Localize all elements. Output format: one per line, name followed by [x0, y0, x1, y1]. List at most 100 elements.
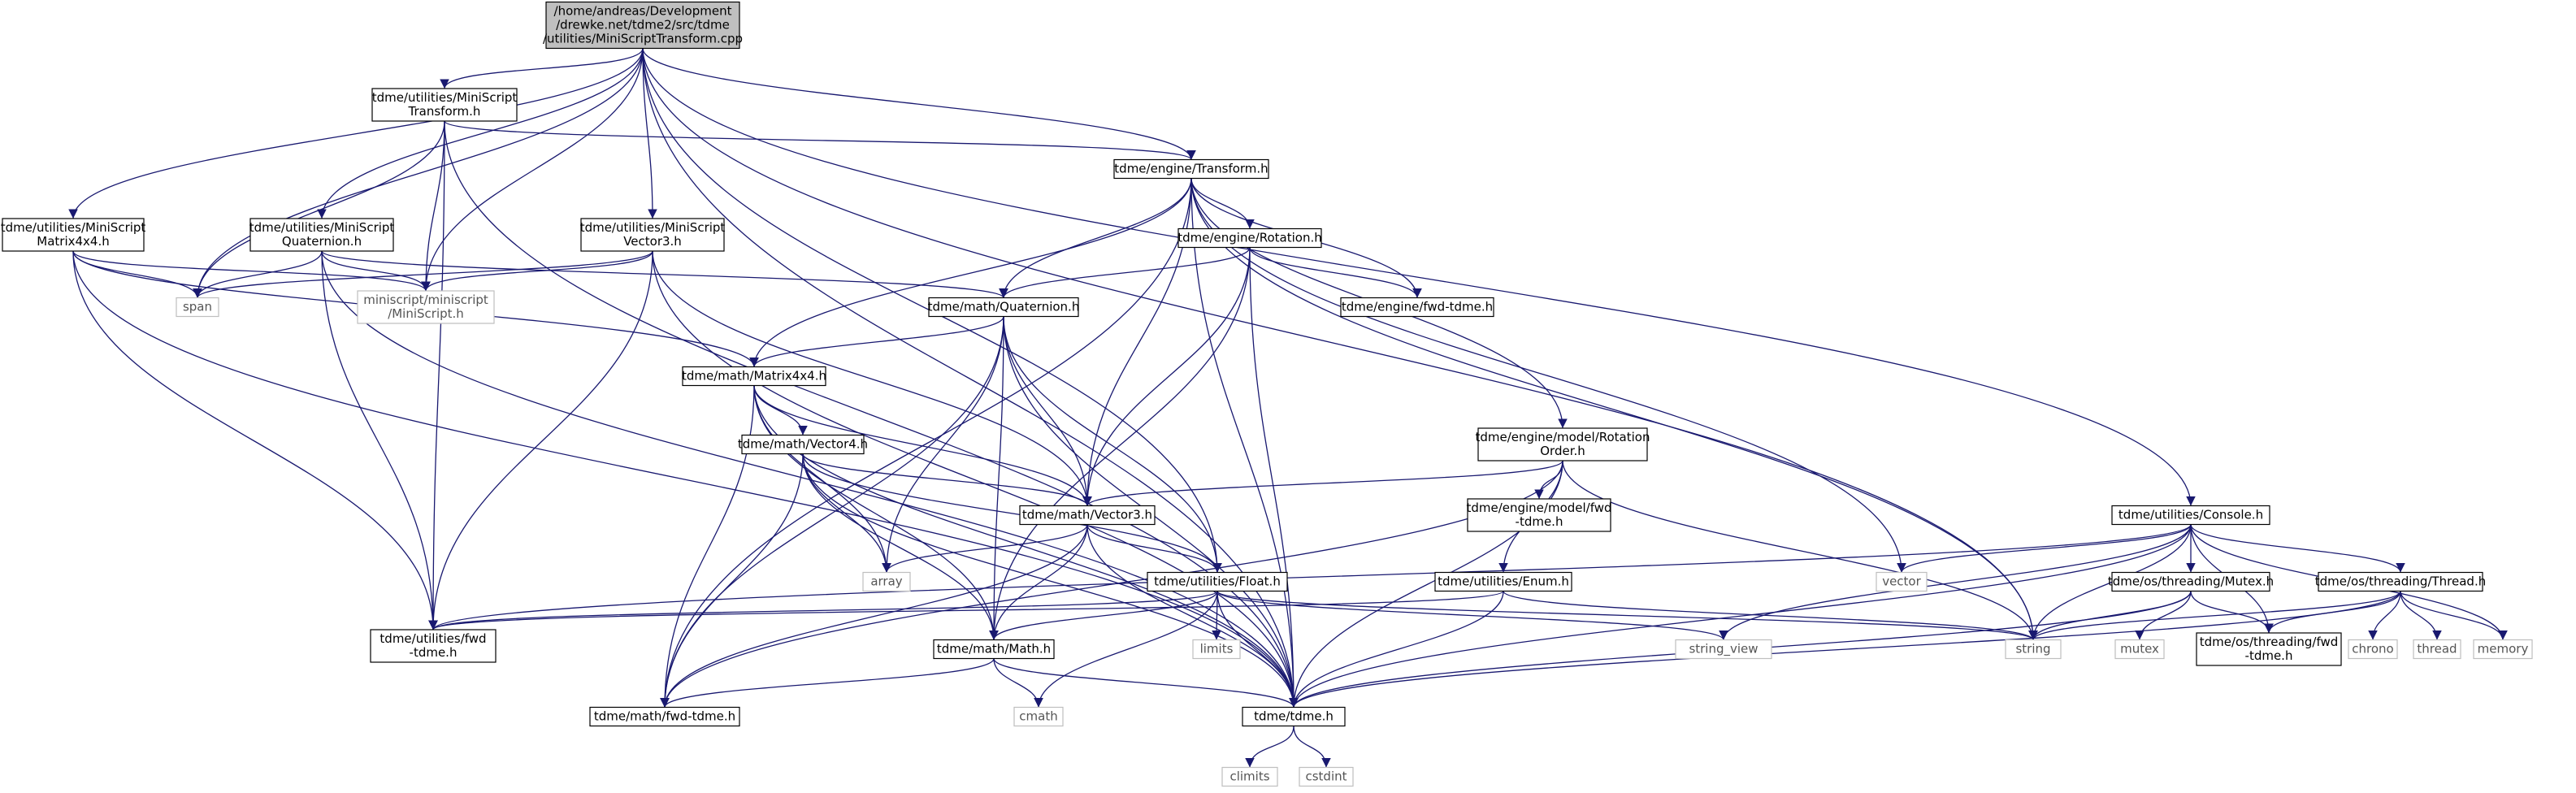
node-mutex_h[interactable]: tdme/os/threading/Mutex.h	[2108, 571, 2274, 592]
edge-quaternion_h-to-vector3_h	[1003, 316, 1092, 506]
node-vector4_h[interactable]: tdme/math/Vector4.h	[738, 434, 868, 455]
node-mst_h[interactable]: tdme/utilities/MiniScriptTransform.h	[371, 88, 518, 122]
node-box-miniscript_h	[357, 290, 495, 324]
node-layer: /home/andreas/Development/drewke.net/tdm…	[1, 1, 2533, 787]
node-math_fwd[interactable]: tdme/math/fwd-tdme.h	[589, 706, 740, 727]
node-box-cmath	[1013, 706, 1064, 727]
node-vector: vector	[1876, 571, 1928, 592]
edge-mst_h-to-transform_h	[444, 120, 1196, 161]
node-label-miniscript_h-line-1: /MiniScript.h	[388, 306, 464, 321]
node-matrix4x4_h[interactable]: tdme/math/Matrix4x4.h	[682, 366, 826, 387]
node-tdme_h[interactable]: tdme/tdme.h	[1242, 706, 1346, 727]
node-util_fwd[interactable]: tdme/utilities/fwd-tdme.h	[370, 629, 497, 663]
node-box-string	[2005, 639, 2062, 660]
node-label-rotorder_h-line-1: Order.h	[1540, 444, 1585, 458]
edge-enum_h-to-tdme_h	[1289, 591, 1504, 708]
node-cstdint: cstdint	[1299, 766, 1354, 787]
node-box-cstdint	[1299, 766, 1354, 787]
node-box-climits	[1221, 766, 1278, 787]
node-box-vector3_h	[1019, 505, 1156, 526]
node-label-miniscript_h-line-0: miniscript/miniscript	[363, 292, 488, 307]
node-box-memory	[2473, 639, 2533, 660]
edge-vector3_h-to-array	[882, 524, 1088, 573]
node-box-vector4_h	[741, 434, 865, 455]
edge-msm4_h-to-tdme_h	[72, 250, 1299, 708]
edge-root-to-mst_h	[440, 48, 644, 89]
edge-mutex_h-to-threading_fwd	[2190, 591, 2274, 634]
edge-thread_h-to-chrono	[2368, 591, 2401, 640]
node-box-util_fwd	[370, 629, 497, 663]
edge-msv3_h-to-vector3_h	[652, 250, 1092, 506]
edge-math_h-to-cmath	[993, 658, 1043, 708]
edge-transform_h-to-vector	[1190, 178, 1906, 573]
node-label-vector3_h-line-0: tdme/math/Vector3.h	[1022, 508, 1152, 522]
node-label-cmath-line-0: cmath	[1019, 709, 1057, 724]
node-label-rotation_h-line-0: tdme/engine/Rotation.h	[1177, 231, 1322, 245]
node-label-chrono-line-0: chrono	[2352, 642, 2393, 656]
node-quaternion_h[interactable]: tdme/math/Quaternion.h	[928, 297, 1080, 318]
node-box-mutex_sys	[2114, 639, 2165, 660]
node-box-msv3_h	[580, 218, 725, 252]
node-rotation_h[interactable]: tdme/engine/Rotation.h	[1177, 228, 1322, 249]
edge-math_h-to-math_fwd	[660, 658, 995, 708]
node-model_fwd[interactable]: tdme/engine/model/fwd-tdme.h	[1466, 498, 1612, 532]
node-box-root	[545, 1, 740, 50]
node-array: array	[862, 571, 911, 592]
node-label-quaternion_h-line-0: tdme/math/Quaternion.h	[928, 300, 1080, 314]
node-chrono: chrono	[2348, 639, 2398, 660]
node-box-transform_h	[1113, 158, 1269, 180]
edge-tdme_h-to-cstdint	[1293, 726, 1331, 768]
node-limits: limits	[1192, 639, 1241, 660]
node-box-enum_h	[1434, 571, 1572, 592]
node-box-model_fwd	[1467, 498, 1611, 532]
node-engine_fwd[interactable]: tdme/engine/fwd-tdme.h	[1340, 297, 1494, 318]
node-label-model_fwd-line-1: -tdme.h	[1516, 514, 1563, 529]
edge-matrix4x4_h-to-math_fwd	[660, 385, 755, 708]
edge-msv3_h-to-tdme_h	[652, 250, 1299, 708]
node-mutex_sys: mutex	[2114, 639, 2165, 660]
node-threading_fwd[interactable]: tdme/os/threading/fwd-tdme.h	[2196, 632, 2342, 666]
edge-root-to-miniscript_h	[421, 48, 644, 292]
node-label-enum_h-line-0: tdme/utilities/Enum.h	[1438, 574, 1569, 589]
edge-float_h-to-math_h	[989, 591, 1218, 640]
node-span: span	[176, 297, 219, 318]
node-float_h[interactable]: tdme/utilities/Float.h	[1147, 571, 1288, 592]
node-label-climits-line-0: climits	[1229, 769, 1269, 784]
node-label-vector-line-0: vector	[1882, 574, 1921, 589]
node-transform_h[interactable]: tdme/engine/Transform.h	[1113, 158, 1269, 180]
node-label-util_fwd-line-0: tdme/utilities/fwd	[379, 631, 486, 646]
node-box-float_h	[1147, 571, 1288, 592]
node-vector3_h[interactable]: tdme/math/Vector3.h	[1019, 505, 1156, 526]
node-label-math_h-line-0: tdme/math/Math.h	[937, 642, 1051, 656]
edge-quaternion_h-to-float_h	[1003, 316, 1222, 573]
node-box-quaternion_h	[928, 297, 1079, 318]
node-string: string	[2005, 639, 2062, 660]
node-root[interactable]: /home/andreas/Development/drewke.net/tdm…	[543, 1, 743, 50]
edge-vector4_h-to-vector3_h	[802, 453, 1092, 506]
node-memory: memory	[2473, 639, 2533, 660]
edge-transform_h-to-matrix4x4_h	[749, 178, 1192, 367]
node-label-msv3_h-line-1: Vector3.h	[623, 234, 682, 249]
node-box-msq_h	[249, 218, 394, 252]
node-label-threading_fwd-line-0: tdme/os/threading/fwd	[2200, 635, 2339, 649]
node-thread_h[interactable]: tdme/os/threading/Thread.h	[2315, 571, 2486, 592]
node-label-msm4_h-line-0: tdme/utilities/MiniScript	[1, 220, 146, 235]
node-box-console_h	[2111, 505, 2270, 526]
node-console_h[interactable]: tdme/utilities/Console.h	[2111, 505, 2270, 526]
node-enum_h[interactable]: tdme/utilities/Enum.h	[1434, 571, 1572, 592]
edge-quaternion_h-to-array	[882, 316, 1004, 573]
edge-root-to-console_h	[642, 48, 2196, 506]
node-box-chrono	[2348, 639, 2398, 660]
node-label-mst_h-line-0: tdme/utilities/MiniScript	[372, 90, 518, 105]
node-label-threading_fwd-line-1: -tdme.h	[2245, 648, 2293, 663]
edge-thread_h-to-string	[2028, 591, 2401, 640]
edge-vector4_h-to-tdme_h	[802, 453, 1299, 708]
edge-vector4_h-to-float_h	[802, 453, 1222, 573]
node-math_h[interactable]: tdme/math/Math.h	[933, 639, 1055, 660]
node-box-math_fwd	[589, 706, 740, 727]
